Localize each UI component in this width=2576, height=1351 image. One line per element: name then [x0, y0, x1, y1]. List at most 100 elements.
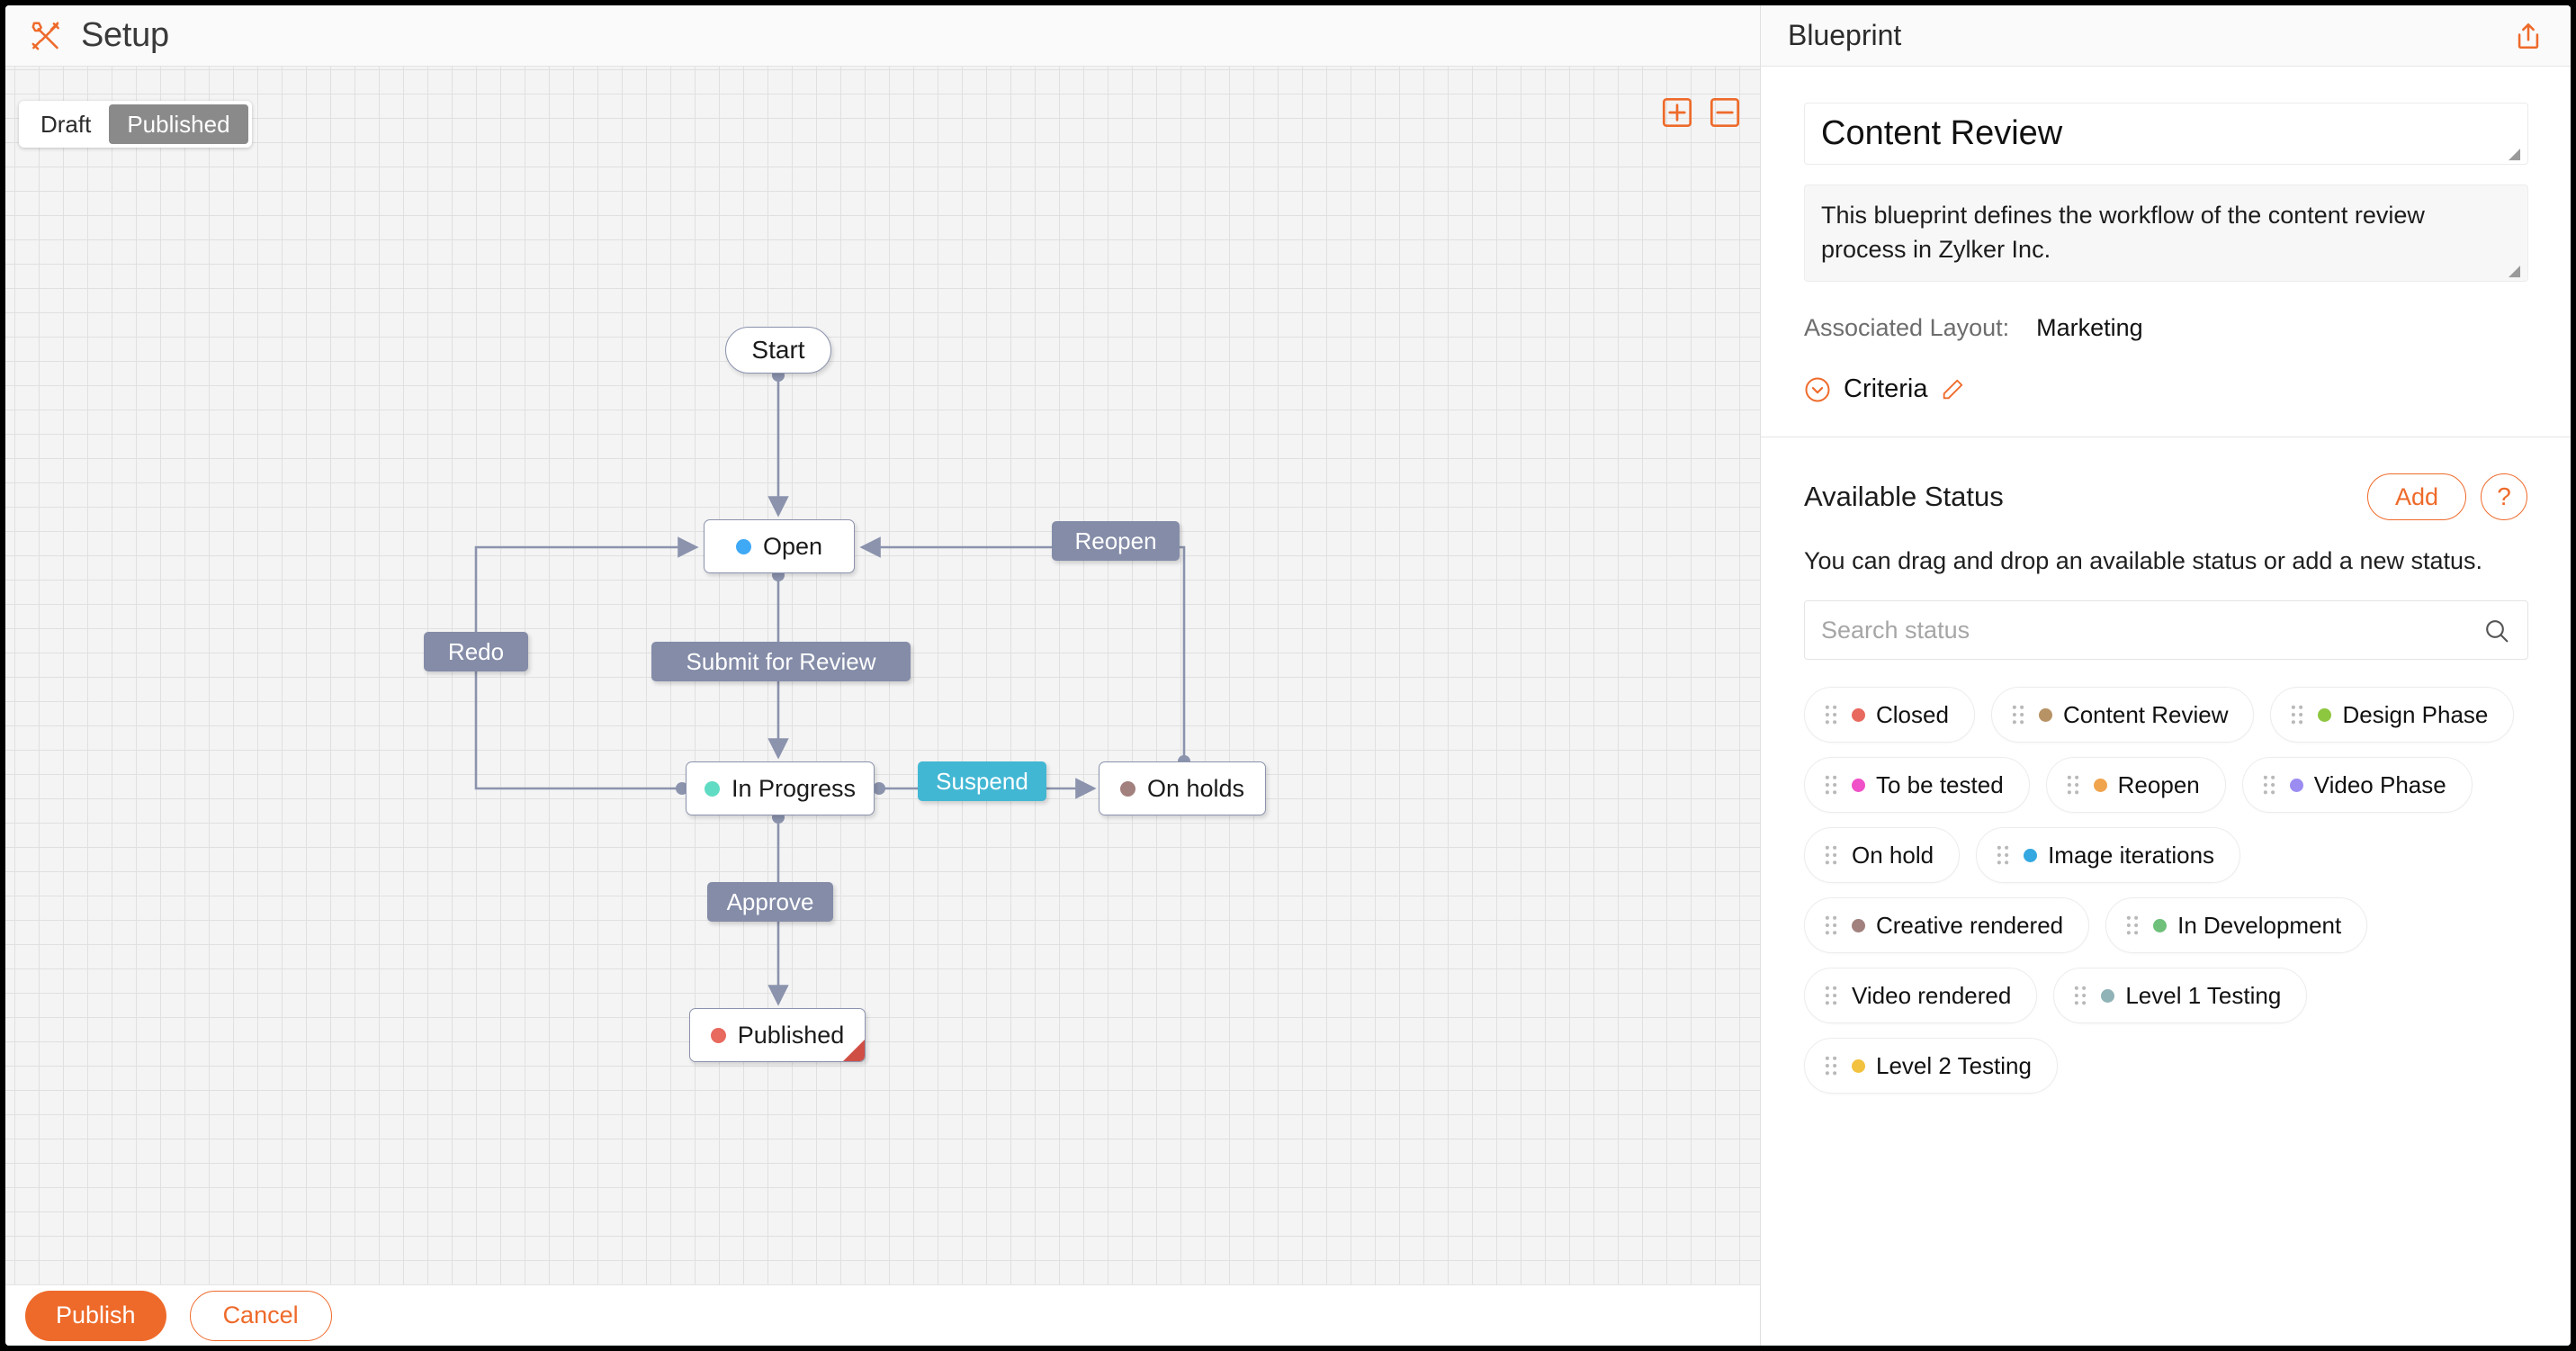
tools-icon — [31, 22, 59, 50]
action-bar: Publish Cancel — [5, 1284, 1760, 1346]
available-status-header: Available Status Add ? — [1804, 473, 2527, 520]
drag-handle-icon[interactable] — [1825, 915, 1837, 935]
drag-handle-icon[interactable] — [2291, 705, 2303, 725]
flow-node-label: Start — [751, 336, 805, 364]
mode-toggle-draft[interactable]: Draft — [40, 111, 92, 138]
status-color-dot — [704, 780, 720, 797]
flow-node-published[interactable]: Published — [689, 1008, 866, 1062]
help-button[interactable]: ? — [2481, 473, 2527, 520]
zoom-in-icon[interactable] — [1661, 96, 1693, 129]
status-color-dot — [2101, 988, 2115, 1003]
status-chip[interactable]: Content Review — [1990, 687, 2255, 743]
zoom-out-icon[interactable] — [1709, 96, 1741, 129]
associated-layout-value[interactable]: Marketing — [2036, 314, 2143, 341]
status-chip[interactable]: On hold — [1804, 827, 1961, 883]
blueprint-canvas[interactable]: Draft Published — [5, 67, 1760, 1284]
status-color-dot — [1119, 780, 1135, 797]
flow-node-on-holds[interactable]: On holds — [1099, 761, 1266, 815]
status-chip-label: Closed — [1876, 700, 1949, 728]
status-color-dot — [1852, 1058, 1865, 1073]
search-status-wrapper[interactable] — [1804, 600, 2528, 660]
flow-transition-submit-for-review[interactable]: Submit for Review — [651, 642, 911, 681]
status-chip-label: Level 1 Testing — [2125, 981, 2282, 1009]
blueprint-panel: Blueprint Content Review ◢ This blueprin… — [1760, 5, 2571, 1346]
panel-body: Content Review ◢ This blueprint defines … — [1761, 103, 2571, 1094]
status-color-dot — [2093, 778, 2107, 792]
status-chip[interactable]: Level 2 Testing — [1804, 1038, 2058, 1094]
chevron-down-circle-icon[interactable] — [1804, 376, 1831, 403]
mode-toggle[interactable]: Draft Published — [19, 101, 252, 148]
drag-handle-icon[interactable] — [2263, 775, 2275, 795]
available-status-chip-list: Closed Content Review Design Phase To be te… — [1804, 687, 2535, 1094]
status-color-dot — [1852, 778, 1865, 792]
status-color-dot — [710, 1027, 726, 1043]
status-chip[interactable]: Reopen — [2045, 757, 2226, 813]
flow-node-open[interactable]: Open — [704, 519, 855, 573]
drag-handle-icon[interactable] — [1997, 845, 2009, 865]
search-status-input[interactable] — [1821, 616, 2469, 644]
search-icon[interactable] — [2482, 617, 2511, 645]
flow-transition-suspend[interactable]: Suspend — [918, 761, 1046, 801]
blueprint-name-field[interactable]: Content Review ◢ — [1804, 103, 2528, 165]
status-chip-label: Image iterations — [2048, 841, 2215, 869]
status-chip-label: To be tested — [1876, 770, 2004, 798]
blueprint-name-value: Content Review — [1821, 114, 2063, 152]
status-chip[interactable]: Closed — [1804, 687, 1975, 743]
flow-node-start[interactable]: Start — [725, 327, 831, 374]
associated-layout-row: Associated Layout: Marketing — [1804, 314, 2527, 342]
status-chip-label: Video Phase — [2313, 770, 2446, 798]
status-chip[interactable]: Video rendered — [1804, 968, 2038, 1023]
status-color-dot — [2024, 848, 2038, 862]
status-chip[interactable]: In Development — [2105, 897, 2368, 953]
drag-handle-icon[interactable] — [1825, 705, 1837, 725]
flow-node-label: Published — [737, 1021, 845, 1049]
status-chip[interactable]: To be tested — [1804, 757, 2030, 813]
status-color-dot — [2153, 918, 2168, 932]
flow-node-label: Open — [762, 532, 823, 560]
flow-transition-redo[interactable]: Redo — [424, 632, 528, 671]
status-chip-label: On hold — [1852, 841, 1934, 869]
pencil-icon[interactable] — [1940, 377, 1965, 402]
resize-grip-icon[interactable]: ◢ — [2509, 145, 2521, 162]
status-color-dot — [2289, 778, 2303, 792]
status-chip[interactable]: Creative rendered — [1804, 897, 2090, 953]
status-chip[interactable]: Video Phase — [2241, 757, 2473, 813]
status-chip-label: Design Phase — [2342, 700, 2489, 728]
flow-node-in-progress[interactable]: In Progress — [686, 761, 875, 815]
status-color-dot — [2038, 707, 2052, 722]
status-chip[interactable]: Level 1 Testing — [2053, 968, 2308, 1023]
flow-node-label: In Progress — [731, 774, 857, 802]
mode-toggle-published[interactable]: Published — [109, 104, 248, 144]
status-color-dot — [2318, 707, 2332, 722]
drag-handle-icon[interactable] — [1825, 845, 1837, 865]
blueprint-description-value: This blueprint defines the workflow of t… — [1821, 202, 2425, 264]
criteria-row[interactable]: Criteria — [1804, 374, 2527, 404]
status-color-dot — [1852, 707, 1865, 722]
status-chip-label: Video rendered — [1852, 981, 2012, 1009]
drag-handle-icon[interactable] — [2012, 705, 2024, 725]
status-chip[interactable]: Design Phase — [2270, 687, 2515, 743]
setup-window: Setup Draft Published — [5, 5, 2571, 1346]
drag-handle-icon[interactable] — [1825, 986, 1837, 1005]
flow-transition-reopen[interactable]: Reopen — [1052, 521, 1180, 561]
drag-handle-icon[interactable] — [2074, 986, 2087, 1005]
drag-handle-icon[interactable] — [2067, 775, 2079, 795]
share-icon[interactable] — [2513, 21, 2544, 51]
resize-grip-icon[interactable]: ◢ — [2509, 262, 2521, 279]
flow-transition-approve[interactable]: Approve — [707, 882, 833, 922]
publish-button[interactable]: Publish — [25, 1290, 166, 1341]
page-title: Setup — [81, 16, 169, 54]
blueprint-description-field[interactable]: This blueprint defines the workflow of t… — [1804, 185, 2528, 282]
drag-handle-icon[interactable] — [1825, 1056, 1837, 1076]
add-status-button[interactable]: Add — [2366, 473, 2466, 520]
status-chip[interactable]: Image iterations — [1976, 827, 2241, 883]
drag-handle-icon[interactable] — [1825, 775, 1837, 795]
drag-handle-icon[interactable] — [2126, 915, 2139, 935]
criteria-label: Criteria — [1844, 374, 1928, 403]
cancel-button[interactable]: Cancel — [189, 1290, 332, 1341]
panel-header: Blueprint — [1761, 5, 2571, 67]
status-color-dot — [1852, 918, 1865, 932]
available-status-title: Available Status — [1804, 481, 2004, 512]
status-color-dot — [735, 538, 751, 554]
status-chip-label: Reopen — [2117, 770, 2200, 798]
